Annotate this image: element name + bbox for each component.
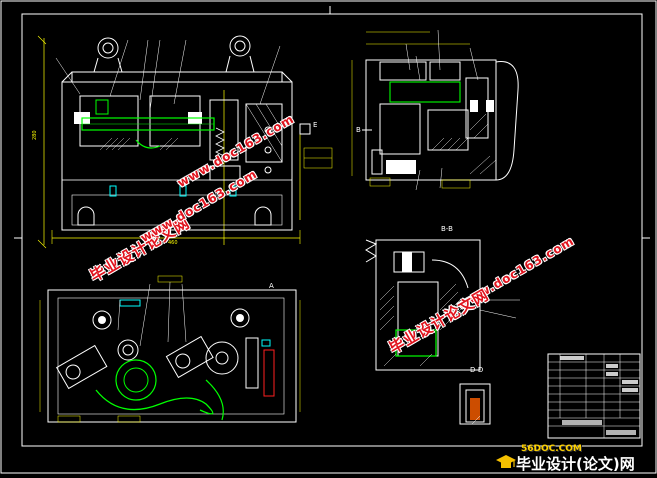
title-block bbox=[547, 353, 641, 439]
sheet-inner-frame bbox=[21, 13, 643, 447]
site-domain: 56DOC.COM bbox=[521, 444, 582, 454]
site-brand: 毕业设计(论文)网 bbox=[516, 455, 635, 473]
section-bb-label: B-B bbox=[441, 225, 453, 233]
marker-b: B bbox=[356, 126, 361, 134]
section-bb-view bbox=[365, 239, 520, 371]
marker-e: E bbox=[313, 121, 318, 129]
side-section-view bbox=[351, 29, 519, 191]
graduation-cap-icon bbox=[496, 455, 516, 468]
front-elevation-view: 460 280 bbox=[32, 35, 333, 249]
svg-text:460: 460 bbox=[168, 240, 178, 246]
marker-a: A bbox=[269, 282, 274, 290]
section-dd-view bbox=[459, 383, 491, 425]
svg-text:280: 280 bbox=[32, 130, 38, 140]
section-dd-label: D-D bbox=[470, 366, 484, 374]
site-logo: 56DOC.COM 毕业设计(论文)网 bbox=[0, 444, 657, 474]
plan-view bbox=[39, 275, 301, 423]
